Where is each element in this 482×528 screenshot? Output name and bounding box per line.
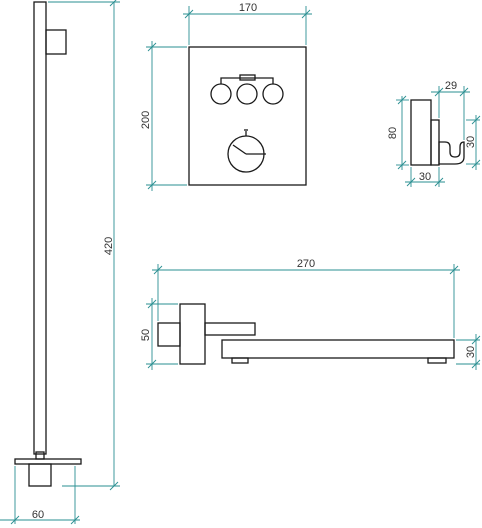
holder-top-dimension: 29 (431, 80, 470, 140)
column-collar (36, 452, 44, 459)
knob-pointer-secondary (233, 145, 246, 154)
button-bracket (221, 78, 273, 84)
shower-holder (411, 100, 464, 165)
spout-mount-dimension: 50 (140, 298, 178, 370)
panel-width-dimension: 170 (183, 2, 312, 45)
spout-length-dimension: 270 (152, 258, 460, 338)
holder-right-label: 30 (465, 136, 477, 148)
holder-arm (431, 120, 439, 165)
control-panel (189, 47, 306, 185)
holder-right-dimension: 30 (465, 115, 480, 170)
spout-length-label: 270 (297, 258, 315, 270)
base-width-label: 60 (32, 509, 44, 521)
column-height-label: 420 (103, 237, 115, 255)
spout-nozzle-left (232, 358, 248, 363)
holder-top-label: 29 (445, 80, 457, 92)
button-middle (237, 84, 257, 104)
spout-outlet-dimension: 30 (456, 334, 480, 370)
column-side-bracket (46, 30, 66, 54)
column-height-dimension: 420 (48, 0, 120, 490)
panel-height-dimension: 200 (140, 41, 187, 191)
wall-spout (158, 304, 454, 364)
holder-bottom-dimension: 30 (405, 167, 445, 187)
button-right (263, 84, 283, 104)
holder-cradle (439, 142, 464, 164)
panel-width-label: 170 (239, 2, 257, 14)
spout-wall-flange (158, 323, 180, 346)
spout-mount-block (180, 304, 205, 364)
floor-plate (15, 459, 81, 464)
holder-bottom-label: 30 (419, 171, 431, 183)
column-tube (34, 2, 46, 454)
spout-outlet-label: 30 (465, 346, 477, 358)
button-left (211, 84, 231, 104)
spout-neck (205, 323, 255, 335)
base-width-dimension: 60 (0, 466, 80, 524)
shower-column (15, 2, 81, 486)
holder-height-dimension: 80 (387, 96, 409, 170)
spout-mount-label: 50 (140, 329, 152, 341)
panel-plate (189, 47, 306, 185)
spout-nozzle-right (428, 358, 446, 363)
holder-height-label: 80 (387, 127, 399, 139)
spout-outlet-bar (222, 340, 454, 358)
holder-wall-block (411, 100, 431, 165)
floor-base-block (29, 464, 51, 486)
panel-height-label: 200 (140, 111, 152, 129)
